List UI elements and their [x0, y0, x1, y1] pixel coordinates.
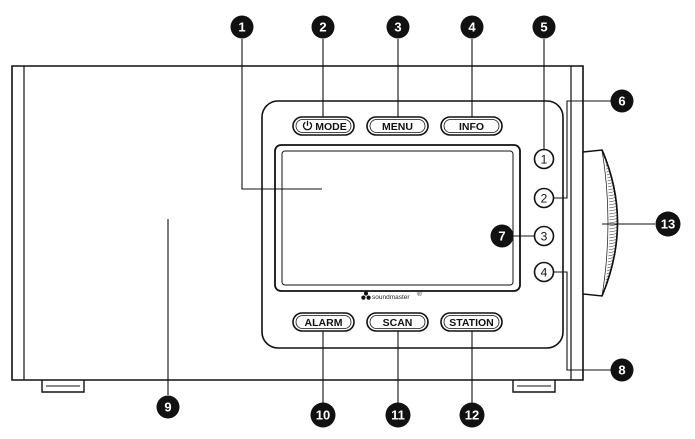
- callout-9: 9: [156, 395, 180, 419]
- callout-5: 5: [532, 15, 556, 39]
- cabinet-outline: [11, 65, 584, 381]
- svg-text:5: 5: [540, 20, 547, 35]
- alarm-button[interactable]: ALARM: [292, 312, 355, 332]
- power-icon: [302, 120, 313, 131]
- knob-ridge: [608, 200, 617, 203]
- knob-ridge: [608, 242, 617, 245]
- callout-8: 8: [610, 358, 634, 382]
- knob-ridge: [609, 203, 617, 206]
- knob-ridge: [609, 218, 618, 221]
- svg-text:4: 4: [468, 20, 476, 35]
- callout-2: 2: [311, 15, 335, 39]
- preset-button-2-label: 2: [541, 192, 548, 206]
- preset-button-1-label: 1: [541, 153, 548, 167]
- svg-text:12: 12: [465, 408, 479, 423]
- brand-registered-mark: ®: [417, 290, 422, 298]
- svg-text:11: 11: [391, 408, 405, 423]
- knob-ridge: [608, 257, 614, 260]
- knob-ridge: [609, 209, 618, 212]
- info-button[interactable]: INFO: [440, 116, 503, 136]
- knob-ridge: [607, 260, 614, 263]
- station-button-label: STATION: [449, 317, 494, 329]
- svg-text:7: 7: [498, 229, 505, 244]
- knob-ridge: [609, 227, 618, 230]
- preset-button-1[interactable]: 1: [533, 148, 555, 170]
- knob-ridge: [609, 236, 617, 239]
- knob-ridge: [608, 188, 615, 191]
- knob-ridge: [608, 254, 615, 257]
- svg-text:1: 1: [238, 20, 245, 35]
- callout-12: 12: [459, 402, 485, 428]
- knob-ridge: [608, 194, 616, 197]
- svg-text:9: 9: [164, 400, 171, 415]
- scan-button[interactable]: SCAN: [366, 312, 429, 332]
- knob-ridge: [607, 266, 612, 269]
- knob-ridge: [609, 221, 618, 224]
- svg-text:6: 6: [618, 94, 625, 109]
- menu-button[interactable]: MENU: [366, 116, 429, 136]
- callout-3: 3: [386, 15, 410, 39]
- callout-6: 6: [610, 89, 634, 113]
- callout-10: 10: [310, 402, 336, 428]
- knob-ridge: [606, 269, 611, 272]
- leader-line-1: [241, 39, 322, 190]
- knob-ridge: [608, 197, 616, 200]
- svg-text:2: 2: [319, 20, 326, 35]
- menu-button-label: MENU: [382, 121, 413, 133]
- scan-button-label: SCAN: [383, 317, 413, 329]
- knob-ridge: [609, 206, 617, 209]
- knob-ridge: [609, 230, 618, 233]
- brand-logo: soundmaster ®: [361, 290, 422, 301]
- mode-button-label: MODE: [315, 121, 347, 133]
- knob-ridge: [609, 224, 618, 227]
- knob-ridge: [608, 191, 615, 194]
- callout-4: 4: [460, 15, 484, 39]
- alarm-button-label: ALARM: [305, 317, 343, 329]
- knob-ridge: [609, 239, 617, 242]
- control-panel: [261, 100, 564, 349]
- callout-7: 7: [490, 224, 514, 248]
- knob-ridges: [603, 152, 618, 293]
- preset-button-3[interactable]: 3: [533, 225, 555, 247]
- leader-lines: [167, 39, 655, 403]
- svg-text:13: 13: [661, 217, 675, 232]
- rotary-knob-icon[interactable]: [582, 149, 619, 297]
- foot-right: [512, 380, 556, 393]
- preset-button-3-label: 3: [541, 230, 548, 244]
- callout-13: 13: [655, 211, 681, 237]
- knob-ridge: [609, 233, 618, 236]
- leader-line-8: [553, 271, 611, 371]
- station-button[interactable]: STATION: [440, 312, 503, 332]
- preset-button-4[interactable]: 4: [533, 261, 555, 283]
- foot-left: [41, 380, 85, 393]
- preset-button-2[interactable]: 2: [533, 187, 555, 209]
- preset-button-4-label: 4: [541, 266, 548, 280]
- info-button-label: INFO: [459, 121, 484, 133]
- brand-name: soundmaster: [372, 294, 410, 301]
- svg-text:3: 3: [394, 20, 401, 35]
- soundmaster-logo-icon: [361, 291, 371, 300]
- knob-ridge: [607, 263, 613, 266]
- knob-ridge: [608, 251, 615, 254]
- radio-body: [11, 65, 584, 393]
- callout-11: 11: [385, 402, 411, 428]
- knob-ridge: [608, 245, 616, 248]
- mode-button[interactable]: MODE: [292, 116, 355, 136]
- callout-1: 1: [230, 15, 254, 39]
- svg-text:8: 8: [618, 363, 625, 378]
- display-screen: [274, 144, 521, 292]
- knob-ridge: [609, 215, 618, 218]
- leader-line-6: [553, 100, 611, 199]
- svg-text:10: 10: [316, 408, 330, 423]
- knob-ridge: [608, 248, 616, 251]
- knob-ridge: [609, 212, 618, 215]
